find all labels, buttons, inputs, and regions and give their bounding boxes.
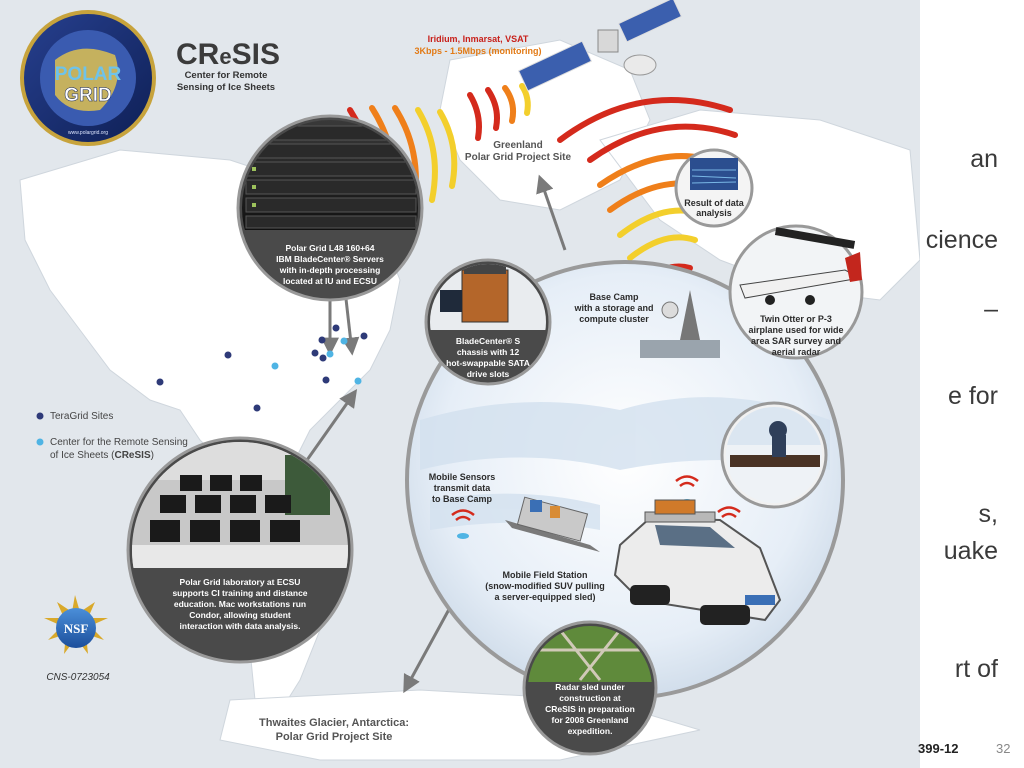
- plane-line-3: area SAR survey and: [751, 336, 841, 346]
- satellite-label-1: Iridium, Inmarsat, VSAT: [428, 34, 529, 44]
- radar-line-1: Radar sled under: [555, 682, 625, 692]
- mobile-sensors-line-3: to Base Camp: [432, 494, 493, 504]
- bullet-fragment-3: –: [984, 295, 998, 323]
- svg-text:POLAR: POLAR: [55, 64, 122, 85]
- thwaites-label-2: Polar Grid Project Site: [276, 731, 393, 743]
- footer-course-code: 399-12: [918, 741, 959, 756]
- polar-grid-diagram: Iridium, Inmarsat, VSAT 3Kbps - 1.5Mbps …: [19, 0, 920, 761]
- blade-line-3: hot-swappable SATA: [446, 358, 530, 368]
- airplane-icon: [739, 227, 862, 305]
- blade-line-2: chassis with 12: [457, 347, 520, 357]
- mobile-station-line-3: a server-equipped sled): [494, 592, 595, 602]
- bubble-result: Result of data analysis: [674, 148, 754, 228]
- bubble-lab: Polar Grid laboratory at ECSU supports C…: [126, 436, 354, 664]
- svg-text:GRID: GRID: [64, 85, 112, 106]
- blade-line-1: BladeCenter® S: [456, 336, 521, 346]
- lab-line-4: Condor, allowing student: [189, 610, 291, 620]
- legend-cresis-line1: Center for the Remote Sensing: [50, 437, 188, 448]
- result-line-1: Result of data: [684, 198, 745, 208]
- page-number: 32: [996, 741, 1011, 756]
- blade-line-4: drive slots: [467, 369, 510, 379]
- radar-line-2: construction at: [559, 693, 621, 703]
- bubble-plane: Twin Otter or P-3 airplane used for wide…: [728, 224, 864, 360]
- lab-line-5: interaction with data analysis.: [180, 621, 301, 631]
- cresis-logo: CReSIS Center for Remote Sensing of Ice …: [176, 38, 280, 93]
- lab-line-3: education. Mac workstations run: [174, 599, 306, 609]
- bullet-fragment-1: an: [970, 145, 998, 173]
- lab-line-1: Polar Grid laboratory at ECSU: [180, 577, 301, 587]
- bullet-fragment-7: rt of: [954, 655, 998, 683]
- bullet-fragment-5: s,: [978, 500, 998, 528]
- mobile-sensors-line-1: Mobile Sensors: [429, 472, 496, 482]
- satellite-icon: [517, 0, 683, 92]
- base-camp-line-3: compute cluster: [579, 314, 649, 324]
- servers-line-2: IBM BladeCenter® Servers: [276, 254, 384, 264]
- radar-line-3: CReSIS in preparation: [545, 704, 635, 714]
- bullet-fragment-4: e for: [947, 382, 998, 410]
- server-sled-icon: [505, 496, 600, 552]
- cresis-site-dots: [271, 337, 362, 385]
- bubble-servers: Polar Grid L48 160+64 IBM BladeCenter® S…: [236, 114, 424, 302]
- mobile-sensors-line-2: transmit data: [434, 483, 492, 493]
- polar-grid-logo: POLAR GRID www.polargrid.org: [20, 10, 156, 146]
- legend-teragrid: TeraGrid Sites: [50, 411, 113, 422]
- result-line-2: analysis: [696, 208, 732, 218]
- legend-cresis-dot: [36, 438, 44, 446]
- legend-cresis-line2: of Ice Sheets (CReSIS): [50, 450, 154, 461]
- mobile-station-line-2: (snow-modified SUV pulling: [485, 581, 605, 591]
- nsf-text: NSF: [64, 621, 89, 636]
- servers-line-1: Polar Grid L48 160+64: [285, 243, 374, 253]
- plane-line-4: aerial radar: [772, 347, 821, 357]
- base-camp-line-1: Base Camp: [589, 292, 639, 302]
- bullet-fragment-2: cience: [925, 226, 998, 254]
- mobile-sensor-icons: [451, 475, 741, 521]
- polar-grid-url: www.polargrid.org: [68, 130, 108, 136]
- legend-teragrid-dot: [36, 412, 44, 420]
- bubble-radar: Radar sled under construction at CReSIS …: [522, 620, 658, 756]
- plane-line-2: airplane used for wide: [748, 325, 843, 335]
- diagram-panel: Iridium, Inmarsat, VSAT 3Kbps - 1.5Mbps …: [0, 0, 920, 768]
- radar-line-4: for 2008 Greenland: [551, 715, 628, 725]
- plane-line-1: Twin Otter or P-3: [760, 314, 832, 324]
- svg-text:CReSIS: CReSIS: [176, 38, 280, 71]
- slide-bullet-fragments: an cience – e for s, uake rt of: [900, 0, 1024, 768]
- lab-line-2: supports CI training and distance: [172, 588, 307, 598]
- nsf-logo: NSF: [44, 595, 108, 654]
- base-camp-tower-icon: [640, 290, 720, 358]
- bubble-field-photo: [720, 401, 828, 509]
- servers-line-4: located at IU and ECSU: [283, 276, 377, 286]
- base-camp-line-2: with a storage and: [573, 303, 653, 313]
- greenland-label-2: Polar Grid Project Site: [465, 152, 572, 163]
- mobile-station-line-1: Mobile Field Station: [503, 570, 588, 580]
- bubble-blade: BladeCenter® S chassis with 12 hot-swapp…: [424, 258, 552, 386]
- radar-line-5: expedition.: [568, 726, 613, 736]
- cresis-subtitle-2: Sensing of Ice Sheets: [177, 82, 275, 93]
- bullet-fragment-6: uake: [943, 537, 998, 565]
- grant-number: CNS-0723054: [46, 672, 110, 683]
- thwaites-label-1: Thwaites Glacier, Antarctica:: [259, 717, 409, 729]
- servers-line-3: with in-depth processing: [279, 265, 381, 275]
- satellite-label-2: 3Kbps - 1.5Mbps (monitoring): [415, 46, 542, 56]
- teragrid-site-dots: [156, 324, 368, 412]
- greenland-label-1: Greenland: [493, 140, 542, 151]
- suv-icon: [613, 499, 782, 625]
- cresis-subtitle-1: Center for Remote: [185, 70, 268, 81]
